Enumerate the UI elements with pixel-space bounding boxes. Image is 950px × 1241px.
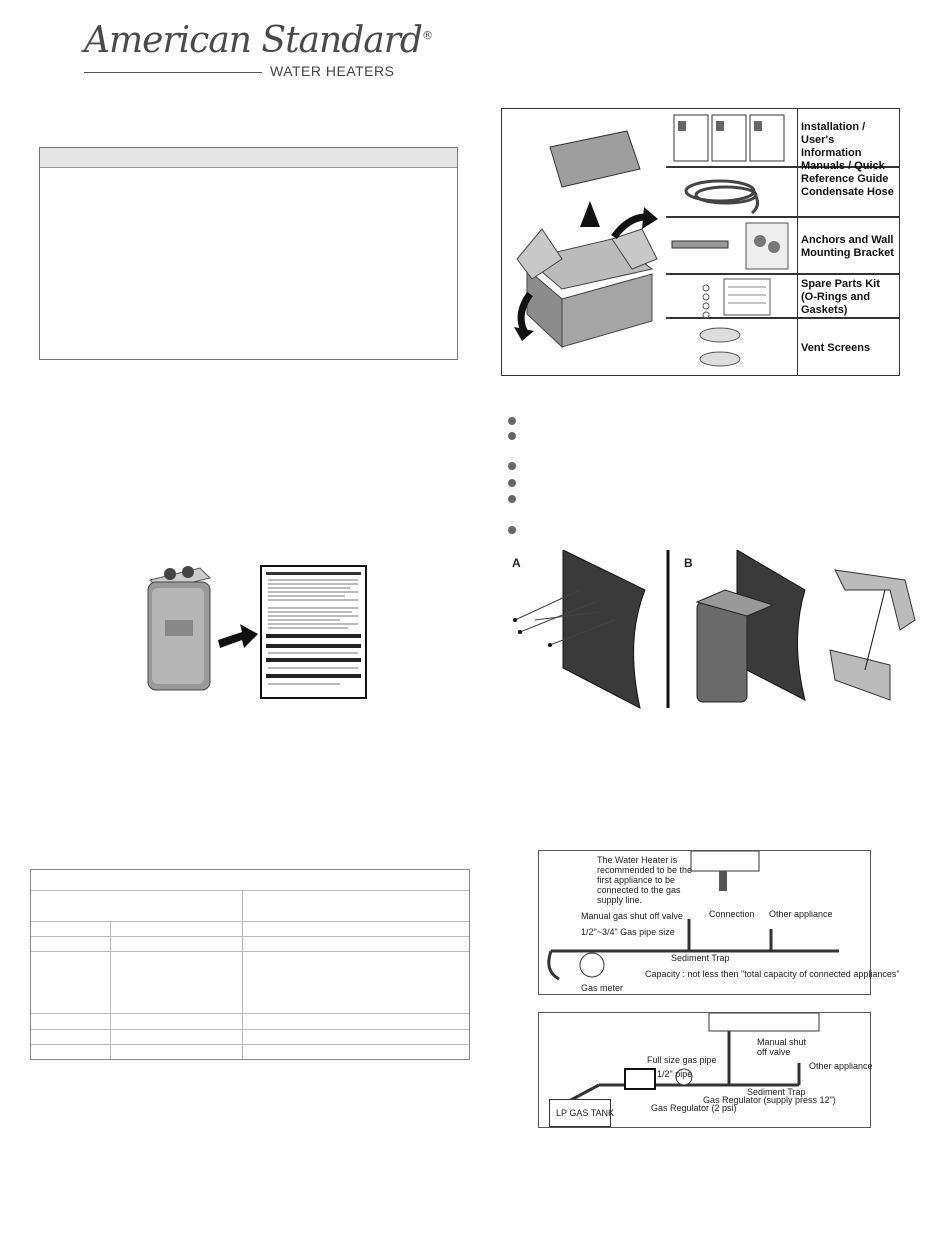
diagram2-other-appliance: Other appliance [809, 1061, 873, 1071]
figure-label-b: B [684, 556, 693, 570]
manuals-image [673, 114, 785, 162]
brand-logo: American Standard® [84, 20, 433, 61]
opened-box-illustration [514, 130, 658, 349]
bullet-dot [508, 417, 516, 425]
diagram2-regulator-supply: Gas Regulator (supply press 12") [703, 1095, 836, 1105]
diagram2-shutoff: Manual shut off valve [757, 1037, 807, 1057]
vent-screens-image [699, 327, 741, 367]
diagram1-shutoff: Manual gas shut off valve [581, 911, 683, 921]
diagram2-tank-label: LP GAS TANK [556, 1108, 615, 1118]
arrow-right-icon [218, 624, 258, 648]
spare-parts-image [702, 278, 771, 319]
wall-mount-illustration [513, 550, 916, 709]
gas-supply-diagram-lp: Manual shut off valve Full size gas pipe… [538, 1012, 873, 1128]
condensate-hose-image [684, 179, 759, 215]
bracket-detail-image [829, 569, 916, 701]
bullet-dot [508, 432, 516, 440]
contents-item-images [671, 114, 789, 367]
figure-label-a: A [512, 556, 521, 570]
diagram2-regulator-2psi: Gas Regulator (2 psi) [651, 1103, 737, 1113]
bullet-dot [508, 495, 516, 503]
lp-tank-box: LP GAS TANK [549, 1099, 615, 1127]
diagram1-sediment-trap: Sediment Trap [671, 953, 730, 963]
info-box [39, 147, 458, 360]
diagram1-capacity: Capacity : not less then "total capacity… [645, 969, 900, 979]
contents-label-manuals: Installation / User's Information Manual… [801, 121, 889, 185]
diagram1-note: The Water Heater is recommended to be th… [597, 855, 693, 905]
diagram2-sediment-trap: Sediment Trap [747, 1087, 806, 1097]
gas-supply-diagram-natural: The Water Heater is recommended to be th… [538, 850, 900, 995]
contents-label-anchors: Anchors and Wall Mounting Bracket [801, 234, 894, 259]
diagram1-connection: Connection [709, 909, 755, 919]
heater-label-illustration [147, 565, 367, 699]
contents-label-hose: Condensate Hose [801, 186, 894, 198]
bullet-dot [508, 526, 516, 534]
spec-table [30, 869, 470, 1060]
bullet-dot [508, 462, 516, 470]
diagram2-full-size-pipe: Full size gas pipe [647, 1055, 717, 1065]
wall-anchors-image [513, 550, 646, 709]
heater-unit-image [147, 566, 211, 691]
registered-mark: ® [421, 29, 433, 42]
diagram1-meter: Gas meter [581, 983, 624, 993]
brand-name: American Standard [84, 20, 423, 61]
diagram1-pipe-size: 1/2"~3/4" Gas pipe size [581, 927, 675, 937]
contents-label-vent-screens: Vent Screens [801, 342, 871, 354]
contents-label-spare-parts: Spare Parts Kit (O-Rings and Gaskets) [801, 278, 880, 316]
logo-subtitle: WATER HEATERS [270, 63, 395, 79]
heater-on-wall-image [695, 550, 806, 703]
wall-bracket-image [671, 222, 789, 270]
diagram1-other-appliance: Other appliance [769, 909, 833, 919]
gas-piping-lines [547, 851, 839, 981]
logo-rule [84, 72, 262, 73]
lp-piping-lines [568, 1013, 820, 1103]
package-contents-figure: Installation / User's Information Manual… [501, 108, 900, 376]
rating-label-document [260, 565, 367, 699]
bullet-dot [508, 479, 516, 487]
diagram2-half-pipe: 1/2" pipe [657, 1069, 693, 1079]
info-box-header [40, 148, 457, 168]
